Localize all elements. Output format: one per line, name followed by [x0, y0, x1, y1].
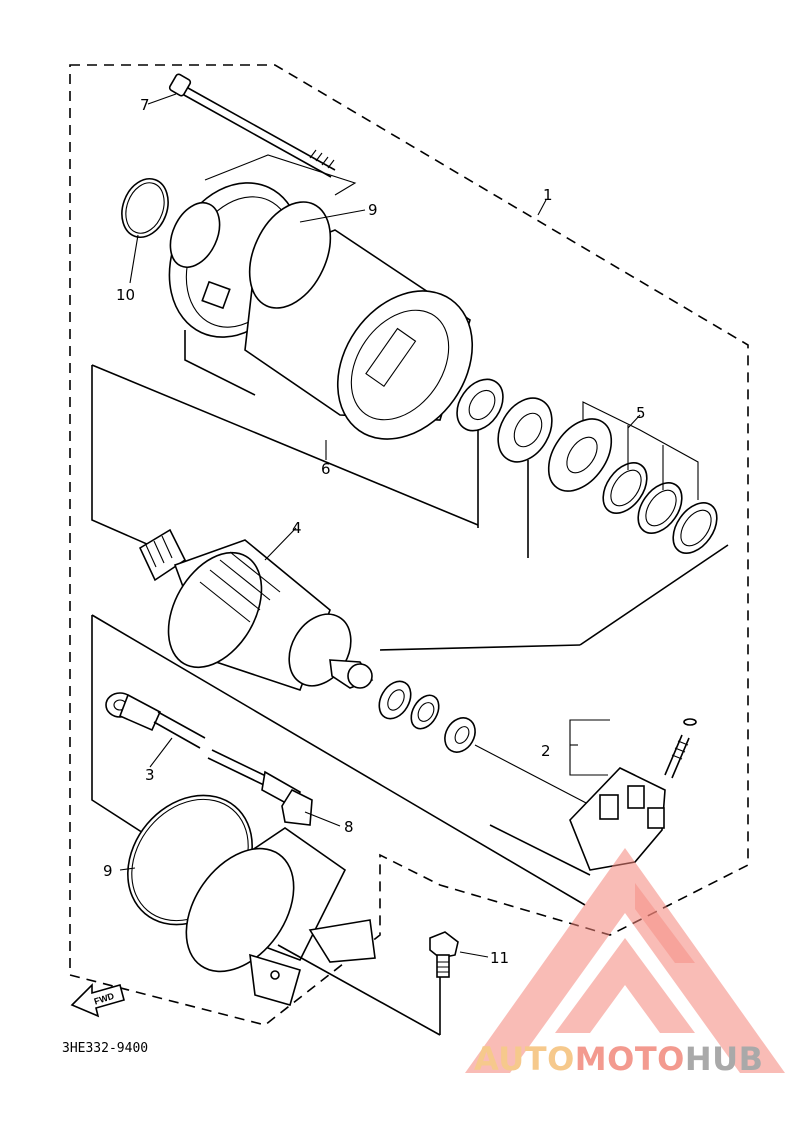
fwd-arrow-icon: FWD: [70, 983, 125, 1018]
bracket-5-line: [582, 401, 699, 500]
callout-9-front: 9: [368, 201, 378, 219]
watermark-text-hub: HUB: [684, 1040, 764, 1078]
callout-3: 3: [145, 766, 155, 784]
bearing-part: [456, 378, 504, 432]
terminal-lead-part: [105, 692, 206, 749]
through-bolt-part: [168, 73, 336, 178]
callout-11: 11: [490, 949, 509, 967]
assembly-boundary: [69, 64, 749, 1026]
callout-8: 8: [344, 818, 354, 836]
callout-4: 4: [292, 519, 302, 537]
brush-holder-part: [569, 718, 697, 871]
washer-set-part: [547, 418, 718, 554]
armature-part: [138, 528, 374, 692]
watermark-text: AUTOMOTOHUB: [474, 1040, 764, 1078]
callout-7: 7: [140, 96, 150, 114]
yoke-housing-part: [244, 201, 474, 440]
callout-9-rear: 9: [103, 862, 113, 880]
o-ring-small-part: [121, 178, 169, 238]
thick-washer-part: [497, 397, 553, 463]
watermark-logo-icon: [465, 848, 785, 1073]
diagram-code: 3HE332-9400: [62, 1041, 148, 1056]
bolt-hint-line: [204, 154, 357, 196]
bracket-6-box: [91, 365, 173, 556]
bracket-2-line: [569, 719, 610, 776]
watermark-text-moto: MOTO: [574, 1040, 685, 1078]
callout-1: 1: [543, 186, 553, 204]
callout-5: 5: [636, 404, 646, 422]
mounting-bolt-part: [429, 931, 459, 978]
rear-washers-part: [378, 680, 476, 753]
watermark-text-auto: AUTO: [474, 1040, 575, 1078]
callout-10: 10: [116, 286, 135, 304]
callout-2: 2: [541, 742, 551, 760]
callout-6: 6: [321, 460, 331, 478]
lead-wire-part: [207, 749, 313, 826]
bracket-6-line: [184, 330, 256, 396]
rear-cover-part: [185, 827, 376, 1006]
